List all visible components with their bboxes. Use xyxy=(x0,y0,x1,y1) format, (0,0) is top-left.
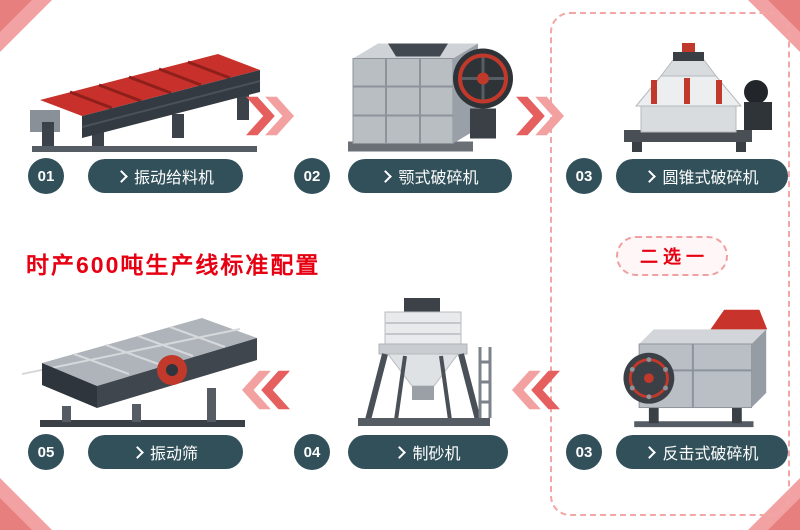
corner-ribbon-top-left-inner xyxy=(0,0,32,32)
jaw-crusher-image xyxy=(328,22,518,160)
corner-ribbon-bottom-left-inner xyxy=(0,498,32,530)
sand-maker-image xyxy=(330,292,510,434)
flow-arrow-4-5-icon xyxy=(242,370,290,410)
choose-one-badge: 二选一 xyxy=(616,236,728,276)
flow-arrow-3-4-icon xyxy=(512,370,560,410)
station-label-text: 颚式破碎机 xyxy=(398,170,479,187)
chevron-right-icon xyxy=(131,446,144,459)
corner-ribbon-bottom-left xyxy=(0,478,52,530)
station-label-text: 振动筛 xyxy=(149,446,198,463)
station-label-cone: 圆锥式破碎机 xyxy=(616,159,788,193)
station-number-screen: 05 xyxy=(28,434,64,470)
station-label-sand: 制砂机 xyxy=(348,435,508,469)
cone-crusher-image xyxy=(596,30,776,155)
chevron-right-icon xyxy=(115,170,128,183)
page-title: 时产600吨生产线标准配置 xyxy=(26,252,321,278)
chevron-right-icon xyxy=(393,446,407,459)
station-number-impact: 03 xyxy=(566,434,602,470)
choose-one-group-box xyxy=(550,12,790,516)
station-label-impact: 反击式破碎机 xyxy=(616,435,788,469)
flow-arrow-1-2-icon xyxy=(246,96,294,136)
station-number-cone: 03 xyxy=(566,158,602,194)
vibrating-screen-image xyxy=(22,308,267,433)
station-number-sand: 04 xyxy=(294,434,330,470)
station-label-feeder: 振动给料机 xyxy=(88,159,243,193)
station-label-text: 振动给料机 xyxy=(133,170,214,187)
station-label-jaw: 颚式破碎机 xyxy=(348,159,512,193)
chevron-right-icon xyxy=(379,170,393,183)
impact-crusher-image xyxy=(594,300,782,432)
vibrating-feeder-image xyxy=(22,36,267,156)
chevron-right-icon xyxy=(643,446,657,459)
station-label-screen: 振动筛 xyxy=(88,435,243,469)
chevron-right-icon xyxy=(643,170,657,183)
station-label-text: 制砂机 xyxy=(412,446,461,463)
station-number-jaw: 02 xyxy=(294,158,330,194)
station-label-text: 反击式破碎机 xyxy=(662,446,759,463)
station-label-text: 圆锥式破碎机 xyxy=(662,170,759,187)
flow-arrow-2-3-icon xyxy=(516,96,564,136)
station-number-feeder: 01 xyxy=(28,158,64,194)
